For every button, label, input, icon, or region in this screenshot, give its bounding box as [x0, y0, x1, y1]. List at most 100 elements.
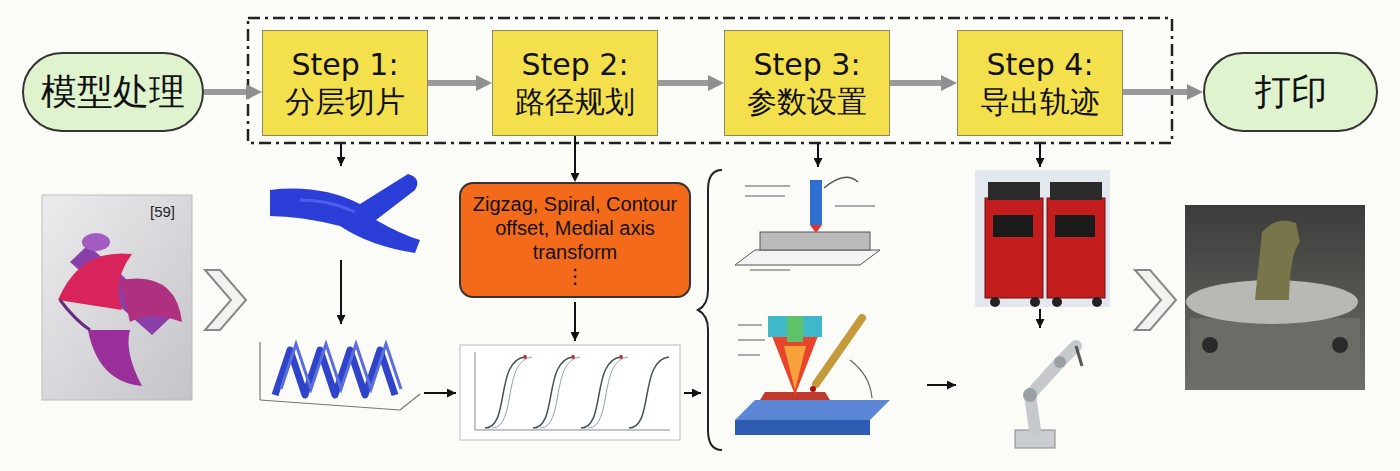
printed-part-photo-part — [1332, 337, 1348, 353]
welding-scheme-part — [850, 360, 872, 398]
node-text: Zigzag, Spiral, Contour offset, Medial a… — [469, 192, 681, 264]
welding-scheme-part — [803, 316, 822, 337]
continuation-mark: ⋮ — [565, 264, 585, 288]
deposition-setup — [735, 177, 880, 270]
flow-arrow — [574, 136, 576, 173]
flow-arrows-part — [1039, 309, 1041, 328]
model-render-part — [120, 278, 182, 322]
dashed-frame — [248, 18, 1172, 143]
robot-arm-part — [1023, 388, 1037, 402]
welding-machines-part — [993, 215, 1033, 237]
welding-scheme-part — [787, 316, 803, 342]
deposition-setup-part — [810, 180, 822, 225]
deposition-setup-part — [824, 177, 858, 188]
node-text: Step 2: 路径规划 — [503, 46, 647, 121]
welding-scheme-part — [816, 318, 862, 384]
path-plot-part — [492, 357, 532, 428]
process-box: Step 4: 导出轨迹 — [957, 30, 1123, 136]
path-plot-part — [475, 352, 476, 430]
chevron-part — [205, 270, 246, 330]
reference-number: [59] — [150, 203, 175, 220]
node-text: Step 4: 导出轨迹 — [968, 46, 1112, 121]
welding-machines-part — [1030, 297, 1040, 307]
flow-arrow — [1123, 89, 1187, 95]
welding-machines-part — [1047, 198, 1105, 298]
layer-plot-part — [260, 400, 400, 410]
flow-arrows-part — [684, 392, 701, 394]
welding-machines-part — [990, 297, 1000, 307]
flow-arrows-part — [340, 260, 342, 324]
printed-part-photo — [1185, 205, 1365, 390]
flow-arrows-part — [817, 144, 819, 167]
model-render-part — [60, 300, 90, 330]
bracket-part — [698, 170, 722, 450]
process-box: Step 2: 路径规划 — [492, 30, 658, 136]
node-text: 打印 — [1255, 68, 1327, 117]
chevron-part — [1135, 270, 1176, 330]
path-plot-part — [540, 357, 580, 428]
layer-plot-part — [259, 342, 260, 400]
sliced-model-part — [270, 174, 420, 253]
printed-part-photo-part — [1255, 221, 1300, 300]
path-plot-part — [588, 357, 628, 428]
welding-scheme-part — [738, 324, 762, 326]
welding-machines-part — [985, 198, 1043, 298]
welding-machines-part — [988, 182, 1040, 200]
welding-scheme-part — [768, 316, 787, 337]
start-terminal: 模型处理 — [22, 52, 204, 132]
deposition-setup-part — [745, 195, 785, 197]
model-render-part — [88, 330, 142, 386]
welding-scheme-part — [810, 386, 816, 392]
flow-arrows-part — [927, 384, 956, 386]
flow-arrows-part — [424, 392, 456, 394]
printed-part-photo-part — [1185, 205, 1365, 390]
robot-arm — [1015, 346, 1082, 448]
path-plot-part — [571, 355, 575, 359]
layer-plot-part — [400, 394, 420, 410]
flow-arrow — [890, 80, 941, 86]
method-box: Zigzag, Spiral, Contour offset, Medial a… — [459, 182, 691, 298]
welding-scheme-part — [738, 339, 765, 341]
welding-scheme-part — [772, 336, 818, 395]
welding-machines — [975, 170, 1110, 307]
layer-plot-part — [281, 344, 401, 389]
welding-scheme-part — [738, 354, 760, 356]
welding-scheme — [735, 316, 890, 435]
node-text: 模型处理 — [41, 68, 185, 117]
welding-scheme-part — [735, 400, 890, 420]
sliced-model-part — [300, 200, 355, 212]
deposition-setup-part — [760, 232, 870, 250]
path-plot-part — [619, 355, 623, 359]
node-text: Step 3: 参数设置 — [735, 46, 879, 121]
flow-arrow — [658, 80, 708, 86]
flow-arrow — [428, 80, 476, 86]
deposition-setup-part — [735, 250, 880, 265]
path-plot-part — [460, 345, 680, 440]
flow-arrow — [204, 89, 246, 95]
printed-part-photo-part — [1202, 337, 1218, 353]
path-plot-part — [523, 355, 527, 359]
robot-arm-part — [1076, 346, 1082, 366]
flow-arrows-part — [574, 302, 576, 341]
welding-machines-part — [975, 170, 1110, 307]
model-render-part — [82, 233, 110, 251]
robot-arm-part — [1030, 346, 1076, 430]
flow-arrows — [341, 144, 1040, 393]
deposition-setup-part — [745, 185, 790, 187]
welding-machines-part — [1050, 182, 1102, 200]
model-render — [42, 195, 192, 400]
path-plot-part — [629, 357, 669, 428]
welding-machines-part — [1055, 215, 1095, 237]
model-render-part — [42, 195, 192, 400]
process-box: Step 1: 分层切片 — [262, 30, 428, 136]
node-text: Step 1: 分层切片 — [273, 46, 417, 121]
deposition-setup-part — [750, 269, 790, 271]
path-plot-part — [475, 430, 670, 431]
sliced-model — [270, 174, 420, 253]
deposition-setup-part — [810, 225, 822, 233]
welding-machines-part — [1052, 297, 1062, 307]
process-box: Step 3: 参数设置 — [724, 30, 890, 136]
